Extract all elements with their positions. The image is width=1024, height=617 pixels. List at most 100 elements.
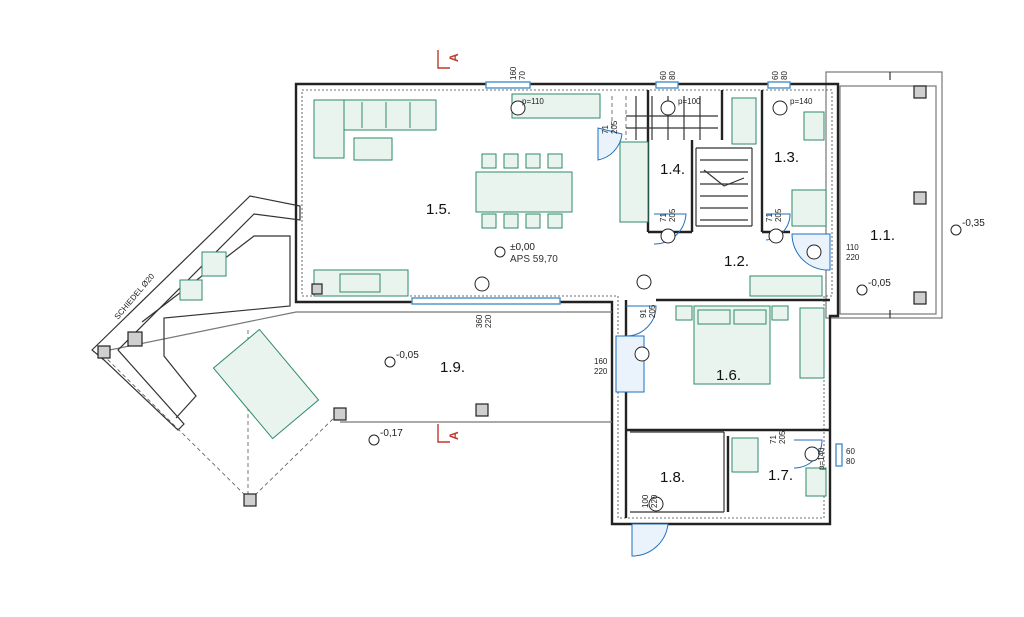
svg-text:360: 360 — [475, 314, 484, 328]
door-dim-71-205: 71 205 — [601, 120, 619, 134]
nightstand — [675, 305, 693, 321]
living-furniture — [313, 93, 649, 297]
column — [913, 191, 927, 205]
svg-text:71: 71 — [765, 213, 774, 222]
terrace-1-9 — [91, 195, 612, 507]
window-dim-60-80: 60 80 — [771, 71, 789, 80]
window — [485, 81, 531, 89]
wardrobe — [799, 307, 825, 379]
outdoor-sink — [201, 251, 227, 277]
level-main: ±0,00 — [510, 242, 535, 253]
chair — [481, 153, 497, 169]
fixtures — [474, 100, 822, 512]
door-dim-71-205: 71 205 — [769, 430, 787, 444]
aps-label: APS 59,70 — [510, 254, 558, 265]
svg-text:71: 71 — [659, 213, 668, 222]
svg-text:160: 160 — [509, 66, 518, 80]
room-label-1-6: 1.6. — [716, 367, 741, 384]
level-terrace-1-9: -0,05 — [396, 350, 419, 361]
terrace-1-1 — [825, 71, 943, 319]
svg-text:80: 80 — [780, 71, 789, 80]
room-label-1-5: 1.5. — [426, 201, 451, 218]
door-dim-71-205: 71 205 — [765, 208, 783, 222]
column — [311, 283, 323, 295]
svg-text:160: 160 — [594, 357, 608, 366]
section-label: A — [447, 431, 461, 440]
kitchen-counter — [511, 93, 601, 119]
chimney — [127, 331, 143, 347]
interior-walls — [624, 90, 830, 518]
column — [97, 345, 111, 359]
tv — [339, 273, 381, 293]
svg-text:60: 60 — [846, 447, 855, 456]
door-dim-160-220: 160 220 — [594, 357, 608, 376]
nightstand — [771, 305, 789, 321]
chair — [525, 213, 541, 229]
bedroom-furniture — [675, 97, 827, 497]
room-label-1-7: 1.7. — [768, 467, 793, 484]
sill-note: p=140 — [817, 447, 826, 470]
outdoor-table — [212, 328, 320, 440]
chair — [547, 153, 563, 169]
chair — [525, 153, 541, 169]
chair — [503, 153, 519, 169]
pillow — [733, 309, 767, 325]
room-label-1-3: 1.3. — [774, 149, 799, 166]
window-dim-160-70: 160 70 — [509, 66, 527, 80]
room-label-1-9: 1.9. — [440, 359, 465, 376]
section-marker-top: A — [437, 50, 461, 69]
svg-text:80: 80 — [668, 71, 677, 80]
svg-text:205: 205 — [610, 120, 619, 134]
sill-note: p=140 — [790, 97, 813, 106]
room-label-1-4: 1.4. — [660, 161, 685, 178]
svg-text:205: 205 — [648, 304, 657, 318]
grill — [179, 279, 203, 301]
sill-note: p=110 — [522, 97, 544, 106]
column — [913, 85, 927, 99]
windows — [411, 81, 843, 467]
svg-text:71: 71 — [601, 125, 610, 134]
column — [333, 407, 347, 421]
column — [475, 403, 489, 417]
wardrobe-hall — [749, 275, 823, 297]
window — [655, 81, 679, 89]
svg-text:70: 70 — [518, 71, 527, 80]
washer — [731, 97, 757, 145]
chair — [503, 213, 519, 229]
door-dim-110-220: 110 220 — [846, 243, 860, 262]
dining-table — [475, 171, 573, 213]
toilet — [803, 111, 825, 141]
sofa-side — [313, 99, 345, 159]
svg-text:205: 205 — [668, 208, 677, 222]
window-dim-60-80: 60 80 — [659, 71, 677, 80]
level-terrace-1-1: -0,35 — [962, 218, 985, 229]
svg-text:100: 100 — [641, 494, 650, 508]
svg-text:220: 220 — [484, 314, 493, 328]
svg-text:220: 220 — [846, 253, 860, 262]
coffee-table — [353, 137, 393, 161]
svg-text:71: 71 — [769, 435, 778, 444]
window-dim-60-80: 60 80 — [846, 447, 855, 466]
svg-text:60: 60 — [659, 71, 668, 80]
door-dim-100-220: 100 220 — [641, 494, 659, 508]
cabinet — [619, 141, 649, 223]
level-entry-1-1: -0,05 — [868, 278, 891, 289]
svg-text:91: 91 — [639, 309, 648, 318]
svg-text:80: 80 — [846, 457, 855, 466]
svg-text:110: 110 — [846, 243, 859, 252]
svg-text:220: 220 — [650, 494, 659, 508]
svg-text:205: 205 — [778, 430, 787, 444]
staircase — [611, 96, 748, 221]
section-marker-bottom: A — [437, 424, 461, 443]
door-dim-71-205: 71 205 — [659, 208, 677, 222]
level-markers — [368, 224, 962, 446]
shower — [791, 189, 827, 227]
column — [913, 291, 927, 305]
chair — [481, 213, 497, 229]
chair — [547, 213, 563, 229]
svg-text:60: 60 — [771, 71, 780, 80]
section-label: A — [447, 53, 461, 62]
level-terrace-edge: -0,17 — [380, 428, 403, 439]
window — [767, 81, 791, 89]
